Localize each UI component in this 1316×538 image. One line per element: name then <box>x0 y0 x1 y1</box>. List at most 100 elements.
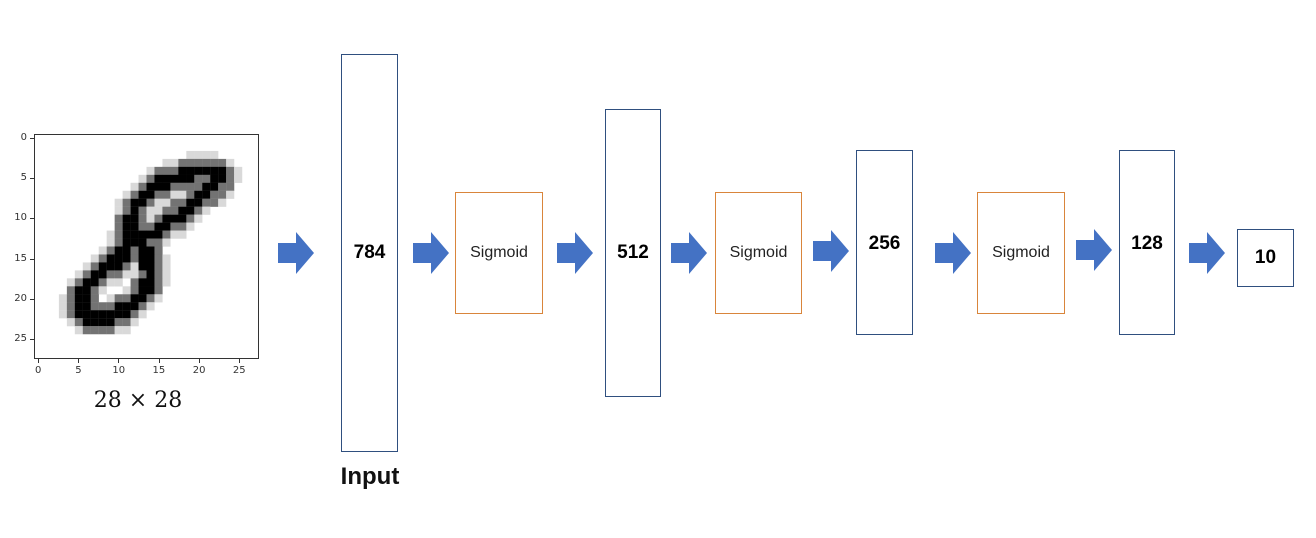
digit-pixel <box>106 262 115 271</box>
digit-pixel <box>98 254 107 263</box>
digit-pixel <box>130 318 139 327</box>
digit-pixel <box>106 246 115 255</box>
right-arrow-icon <box>813 230 849 272</box>
digit-pixel <box>202 166 211 175</box>
digit-pixel <box>122 230 131 239</box>
digit-pixel <box>98 278 107 287</box>
digit-pixel <box>106 326 115 335</box>
digit-pixel <box>130 278 139 287</box>
digit-pixel <box>122 286 131 295</box>
digit-pixel <box>178 166 187 175</box>
digit-pixel <box>146 198 155 207</box>
digit-pixel <box>178 222 187 231</box>
digit-pixel <box>162 166 171 175</box>
digit-pixel <box>74 278 83 287</box>
digit-pixel <box>154 206 163 215</box>
digit-pixel <box>146 270 155 279</box>
digit-pixel <box>130 302 139 311</box>
digit-pixel <box>130 254 139 263</box>
digit-pixel <box>146 246 155 255</box>
digit-pixel <box>210 158 219 168</box>
digit-pixel <box>154 286 163 295</box>
digit-pixel <box>218 158 227 168</box>
right-arrow-icon <box>935 232 971 274</box>
digit-pixel <box>74 270 83 279</box>
digit-pixel <box>138 302 147 311</box>
digit-pixel <box>90 262 99 271</box>
digit-pixel <box>146 206 155 215</box>
y-tick-label: 15 <box>14 252 27 264</box>
digit-pixel <box>218 166 227 175</box>
digit-pixel <box>226 190 235 199</box>
digit-pixel <box>130 230 139 239</box>
digit-pixel <box>146 222 155 231</box>
y-tick-label: 5 <box>20 172 27 184</box>
y-tick-label: 25 <box>14 332 27 344</box>
digit-pixel <box>210 182 219 191</box>
digit-pixel <box>146 182 155 191</box>
x-tick-label: 5 <box>75 365 82 376</box>
digit-pixel <box>66 294 75 303</box>
digit-pixel <box>162 182 171 191</box>
digit-pixel <box>194 198 203 207</box>
digit-pixel <box>98 286 107 295</box>
digit-pixel <box>194 166 203 175</box>
digit-pixel <box>106 318 115 327</box>
digit-pixel <box>114 270 123 279</box>
digit-pixel <box>106 238 115 247</box>
right-arrow-icon <box>1076 229 1112 271</box>
digit-pixel <box>138 254 147 263</box>
digit-pixel <box>122 246 131 255</box>
digit-pixel <box>218 174 227 183</box>
y-tick-mark <box>30 258 34 260</box>
digit-pixel <box>106 270 115 279</box>
digit-pixel <box>162 262 171 271</box>
digit-pixel <box>146 166 155 175</box>
digit-pixel <box>114 254 123 263</box>
digit-pixel <box>170 166 179 175</box>
right-arrow-icon <box>413 232 449 274</box>
digit-pixel <box>210 198 219 207</box>
hidden-layer-128-box: 128 <box>1119 150 1175 335</box>
digit-pixel <box>122 302 131 311</box>
digit-pixel <box>162 206 171 215</box>
digit-pixel <box>146 302 155 311</box>
digit-pixel <box>186 182 195 191</box>
digit-pixel <box>186 174 195 183</box>
digit-pixel <box>130 310 139 319</box>
x-tick-label: 20 <box>192 365 206 376</box>
digit-pixel <box>154 166 163 175</box>
digit-pixel <box>202 198 211 207</box>
digit-pixel <box>146 214 155 223</box>
digit-pixel <box>186 214 195 223</box>
digit-pixel <box>154 238 163 247</box>
digit-pixel <box>162 214 171 223</box>
digit-pixel <box>74 318 83 327</box>
digit-pixel <box>162 254 171 263</box>
digit-pixel <box>162 174 171 183</box>
digit-pixel <box>74 302 83 311</box>
digit-pixel <box>154 230 163 239</box>
digit-pixel <box>122 318 131 327</box>
digit-pixel <box>74 326 83 335</box>
digit-pixel <box>98 270 107 279</box>
digit-pixel <box>146 286 155 295</box>
digit-pixel <box>138 174 147 183</box>
digit-pixel <box>178 158 187 168</box>
digit-pixel <box>138 198 147 207</box>
digit-eight-image <box>58 150 243 335</box>
x-tick-mark <box>238 359 240 363</box>
digit-pixel <box>82 294 91 303</box>
digit-pixel <box>178 174 187 183</box>
digit-pixel <box>90 286 99 295</box>
y-tick-label: 10 <box>14 212 27 224</box>
digit-pixel <box>122 198 131 207</box>
digit-pixel <box>210 150 219 160</box>
digit-image-panel <box>34 134 259 359</box>
digit-pixel <box>146 278 155 287</box>
digit-pixel <box>82 270 91 279</box>
digit-pixel <box>98 246 107 255</box>
digit-pixel <box>194 206 203 215</box>
digit-pixel <box>154 254 163 263</box>
digit-pixel <box>98 262 107 271</box>
